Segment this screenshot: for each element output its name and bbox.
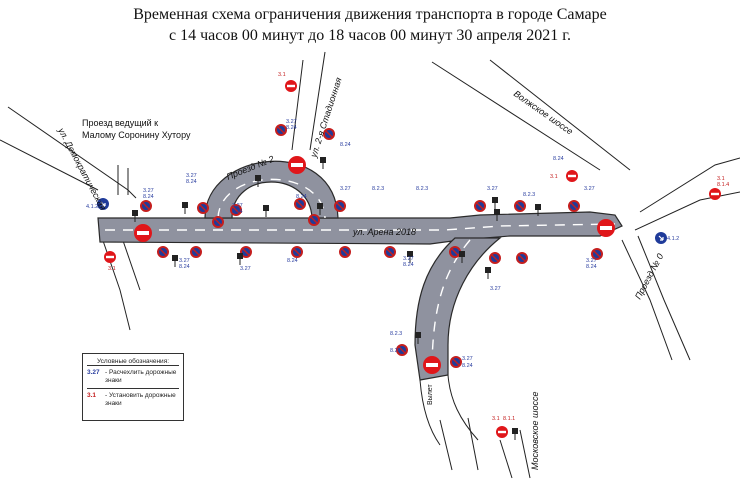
svg-text:8.24: 8.24: [287, 258, 298, 264]
legend-item-install: 3.1 - Установить дорожные знаки: [87, 388, 179, 411]
svg-text:8.24: 8.24: [553, 156, 564, 162]
side-roads: [0, 51, 740, 479]
svg-text:3.27: 3.27: [487, 186, 498, 192]
svg-text:8.24: 8.24: [179, 264, 190, 270]
svg-text:8.24: 8.24: [586, 264, 597, 270]
svg-text:8.24: 8.24: [143, 194, 154, 200]
label-proezd-vedushchiy: Проезд ведущий к Малому Соронину Хутору: [82, 118, 191, 140]
legend-code: 3.1: [87, 392, 97, 399]
label-moskovskoe: Московское шоссе: [530, 392, 540, 471]
svg-text:8.24: 8.24: [232, 209, 243, 215]
svg-text:3.1: 3.1: [492, 416, 500, 422]
svg-text:8.24: 8.24: [390, 348, 401, 354]
svg-text:4.1.2: 4.1.2: [86, 204, 98, 210]
map-title: Временная схема ограничения движения тра…: [0, 4, 740, 46]
svg-text:3.27: 3.27: [586, 258, 597, 264]
legend-item-uncover: 3.27 - Расчехлить дорожные знаки: [87, 365, 179, 388]
svg-text:8.2.3: 8.2.3: [416, 186, 428, 192]
no-entry-sign-proezd0: [709, 188, 721, 200]
svg-text:3.1: 3.1: [108, 266, 116, 272]
no-entry-sign-south: [423, 356, 441, 374]
svg-text:8.2.3: 8.2.3: [523, 192, 535, 198]
no-entry-sign-east: [597, 219, 615, 237]
title-line-2: с 14 часов 00 минут до 18 часов 00 минут…: [169, 27, 571, 44]
no-stopping-signs: [140, 124, 603, 368]
no-entry-signs: [104, 80, 721, 438]
svg-text:8.24: 8.24: [403, 262, 414, 268]
svg-text:3.27: 3.27: [179, 258, 190, 264]
sign-code-labels: 3.27 8.24 3.27 8.24 3.27 8.24 3.27 8.24 …: [86, 119, 679, 369]
no-entry-sign-stadionnaya: [285, 80, 297, 92]
svg-text:8.1.4: 8.1.4: [717, 182, 729, 188]
legend-title: Условные обозначения:: [96, 358, 170, 365]
svg-text:3.1: 3.1: [278, 72, 286, 78]
no-entry-sign-moskovskoe: [496, 426, 508, 438]
svg-text:8.24: 8.24: [186, 179, 197, 185]
title-line-1: Временная схема ограничения движения тра…: [133, 6, 607, 23]
svg-text:3.1: 3.1: [550, 174, 558, 180]
svg-text:3.27: 3.27: [403, 256, 414, 262]
svg-text:8.1.1: 8.1.1: [503, 416, 515, 422]
svg-text:8.24: 8.24: [462, 363, 473, 369]
label-arena: ул. Арена 2018: [352, 227, 416, 237]
legend: Условные обозначения: 3.27 - Расчехлить …: [82, 353, 184, 421]
legend-text: - Расчехлить дорожные знаки: [105, 369, 177, 384]
svg-text:3.27: 3.27: [286, 119, 297, 125]
no-entry-sign-volzhskoe: [566, 170, 578, 182]
svg-text:3.27: 3.27: [232, 203, 243, 209]
svg-text:8.24: 8.24: [296, 194, 307, 200]
label-stadionnaya: ул. 2-я Стадионная: [308, 76, 344, 160]
label-vylet: Вылет: [427, 384, 434, 405]
svg-text:3.27: 3.27: [584, 186, 595, 192]
svg-text:8.2.3: 8.2.3: [390, 331, 402, 337]
svg-text:3.27: 3.27: [340, 186, 351, 192]
svg-text:3.1: 3.1: [717, 176, 725, 182]
keep-right-sign-east: [654, 231, 668, 245]
label-proezd0: Проезд № 0: [633, 252, 665, 301]
no-entry-sign-west: [134, 224, 152, 242]
arena-road: [97, 211, 623, 245]
no-entry-sign-loop: [288, 156, 306, 174]
svg-text:3.27: 3.27: [462, 356, 473, 362]
label-volzhskoe: Волжское шоссе: [512, 88, 575, 136]
proezd2-loop: [204, 160, 339, 219]
sign-posts: [131, 156, 542, 441]
code-3-27: 3.27: [143, 188, 154, 194]
svg-text:8.24: 8.24: [340, 142, 351, 148]
svg-text:8.24: 8.24: [286, 125, 297, 131]
legend-text: - Установить дорожные знаки: [105, 392, 176, 407]
svg-text:8.2.3: 8.2.3: [372, 186, 384, 192]
svg-text:4.1.2: 4.1.2: [667, 236, 679, 242]
no-entry-sign-democratic: [104, 251, 116, 263]
legend-code: 3.27: [87, 369, 100, 376]
svg-text:3.27: 3.27: [490, 286, 501, 292]
svg-text:3.27: 3.27: [186, 173, 197, 179]
svg-text:3.27: 3.27: [240, 266, 251, 272]
